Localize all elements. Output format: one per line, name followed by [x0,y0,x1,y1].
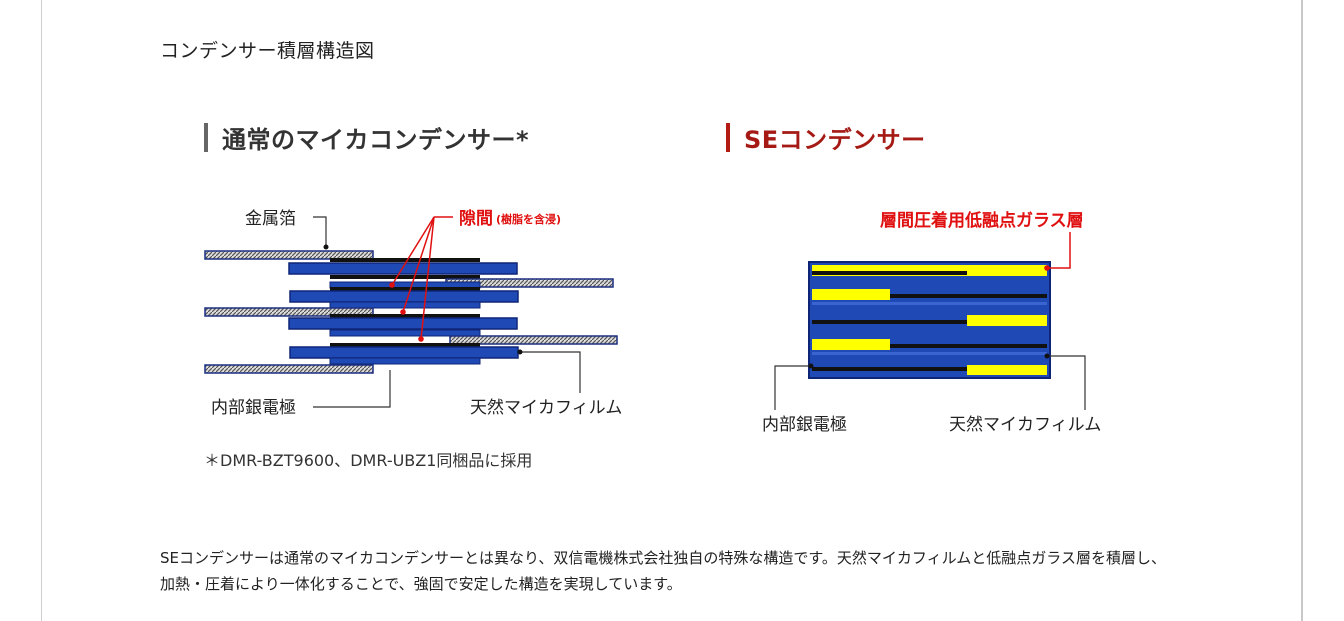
mica-film-layer [812,302,1047,305]
gap-label: 隙間 [459,208,493,229]
silver-electrode-layer [330,275,480,279]
gap-note-label: (樹脂を含浸) [496,212,561,226]
mica-film-layer [289,346,519,359]
metal-foil-layer [204,250,374,260]
silver-electrode-layer [330,287,480,291]
gap-dot [418,336,424,342]
page-border-left [41,0,42,621]
inner-silver-electrode-label: 内部銀電極 [211,398,296,418]
mica-film-layer [329,357,481,365]
silver-electrode-layer [890,294,1047,298]
se-mica-leader-dot [1044,353,1050,359]
glass-layer [967,365,1047,375]
metal-foil-layer [204,307,374,317]
glass-layer [812,339,890,350]
section-title: コンデンサー積層構造図 [160,40,375,62]
description-text: SEコンデンサーは通常のマイカコンデンサーとは異なり、双信電機株式会社独自の特殊… [160,549,1167,593]
se-capacitor-heading: SEコンデンサー [726,120,926,155]
glass-leader-dot [1044,265,1050,271]
silver-electrode-layer [812,367,967,371]
silver-electrode-layer [890,344,1047,348]
glass-layer [812,265,1047,276]
gap-leader-line [420,216,435,340]
foil-leader-dot [323,244,329,250]
se-capacitor-diagram: 層間圧着用低融点ガラス層 内部銀電極 天然マイカフィルム [762,210,1101,435]
silver-electrode-layer [812,320,967,324]
silver-electrode-layer [812,271,967,275]
glass-layer [967,315,1047,326]
electrode-leader-line [313,370,391,408]
foil-leader-line [313,216,327,247]
glass-leader-line [1047,232,1071,269]
mica-leader-line [520,351,581,393]
mica-film-layer [329,329,481,337]
mica-film-layer [812,352,1047,355]
se-electrode-leader-line [774,365,811,410]
se-natural-mica-film-label: 天然マイカフィルム [949,415,1101,435]
mica-film-layer [289,290,519,303]
low-melting-glass-label: 層間圧着用低融点ガラス層 [880,210,1084,231]
mica-film-layer [288,317,518,330]
gap-leader-line [402,216,435,313]
normal-capacitor-diagram: 金属箔 隙間 (樹脂を含浸) 内部銀電極 天然マイカフィルム [204,208,622,418]
metal-foil-label: 金属箔 [245,209,296,229]
normal-capacitor-heading: 通常のマイカコンデンサー* [204,120,529,155]
se-inner-silver-electrode-label: 内部銀電極 [762,415,847,435]
mica-leader-dot [517,349,523,355]
metal-foil-layer [204,364,374,374]
gap-dot [400,309,406,315]
footnote: ＊DMR-BZT9600、DMR-UBZ1同梱品に採用 [204,451,533,470]
natural-mica-film-label: 天然マイカフィルム [470,398,622,418]
silver-electrode-layer [330,314,480,318]
gap-leader-line [391,216,435,286]
gap-dot [389,282,395,288]
page-border-right [1301,0,1303,621]
metal-foil-layer [449,335,618,345]
silver-electrode-layer [330,343,480,347]
silver-electrode-layer [330,258,480,262]
se-mica-leader-line [1047,355,1086,410]
se-electrode-leader-dot [808,363,814,369]
glass-layer [812,289,890,300]
